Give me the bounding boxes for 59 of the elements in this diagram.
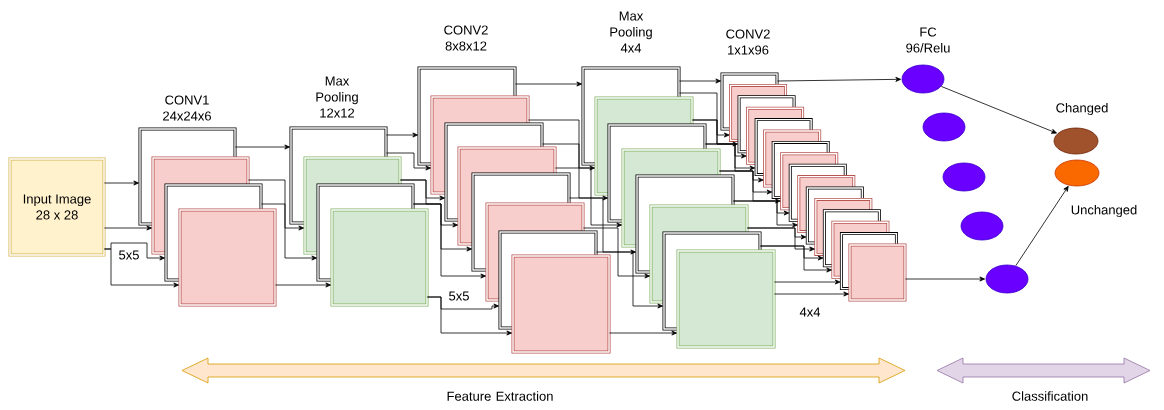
kernel-size-label: 5x5 bbox=[119, 250, 139, 260]
arrow bbox=[400, 179, 458, 228]
arrow bbox=[569, 197, 636, 255]
arrow bbox=[427, 296, 512, 336]
feature-map bbox=[178, 208, 277, 307]
input-box: Input Image 28 x 28 bbox=[8, 157, 106, 257]
kernel-size-label: 4x4 bbox=[799, 307, 821, 317]
arrow bbox=[679, 92, 730, 138]
neuron bbox=[942, 162, 986, 192]
arrow bbox=[904, 276, 985, 282]
layer-label: FC 96/Relu bbox=[906, 27, 950, 53]
arrow bbox=[774, 279, 841, 285]
feature-map bbox=[511, 254, 611, 354]
arrow bbox=[248, 179, 304, 231]
arrow bbox=[596, 251, 663, 309]
arrow bbox=[940, 86, 1057, 134]
layer-label: Max Pooling 4x4 bbox=[610, 11, 652, 53]
arrow bbox=[774, 291, 849, 297]
arrow bbox=[555, 167, 622, 228]
feature-map bbox=[848, 243, 907, 302]
arrow bbox=[733, 200, 798, 228]
feature-map bbox=[330, 208, 429, 307]
arrow bbox=[777, 76, 901, 82]
arrow bbox=[542, 143, 608, 201]
section-label: Feature Extraction bbox=[447, 391, 553, 401]
feature-map bbox=[676, 249, 776, 349]
layer-label: CONV2 1x1x96 bbox=[726, 29, 770, 55]
neuron bbox=[901, 64, 945, 94]
layer-label: CONV2 8x8x12 bbox=[444, 25, 488, 51]
arrow bbox=[760, 245, 832, 273]
arrow bbox=[515, 81, 582, 87]
kernel-size-label: 5x5 bbox=[449, 291, 469, 301]
arrow bbox=[104, 248, 179, 288]
arrow bbox=[705, 143, 764, 183]
section-label: Classification bbox=[1012, 391, 1088, 401]
arrow bbox=[1015, 185, 1069, 267]
arrow bbox=[609, 330, 677, 336]
arrow bbox=[386, 152, 431, 171]
neuron bbox=[985, 264, 1029, 294]
arrow bbox=[386, 132, 418, 138]
neuron bbox=[922, 112, 966, 142]
neuron bbox=[960, 211, 1004, 241]
arrow bbox=[583, 227, 650, 279]
arrow bbox=[275, 282, 331, 288]
layer-label: CONV1 24x24x6 bbox=[163, 95, 211, 121]
arrow bbox=[679, 78, 721, 84]
output-neuron bbox=[1054, 159, 1100, 187]
output-neuron bbox=[1053, 127, 1099, 155]
arrow bbox=[719, 170, 781, 204]
arrow bbox=[528, 119, 595, 171]
arrow bbox=[413, 203, 486, 279]
arrow bbox=[104, 180, 139, 186]
arrow bbox=[692, 119, 747, 159]
class-label: Changed bbox=[1056, 102, 1108, 116]
arrow bbox=[104, 225, 152, 231]
arrow bbox=[747, 227, 815, 252]
arrow bbox=[235, 144, 290, 150]
arrow bbox=[261, 203, 317, 261]
class-label: Unchanged bbox=[1071, 204, 1137, 218]
